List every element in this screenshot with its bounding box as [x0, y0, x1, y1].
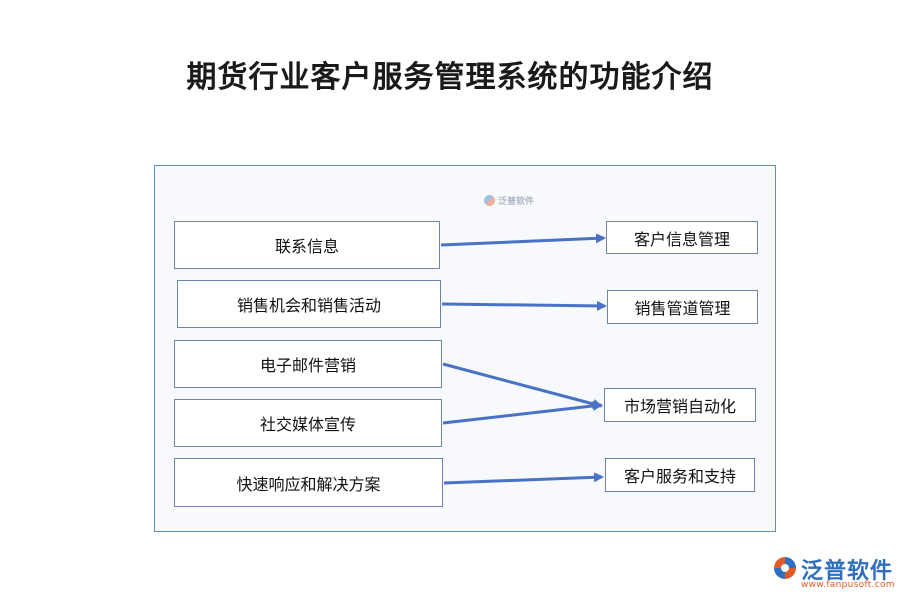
target-box-label: 销售管道管理 — [634, 299, 731, 318]
inner-watermark-text: 泛普软件 — [498, 196, 535, 207]
target-box-label: 客户服务和支持 — [623, 467, 736, 486]
source-box-label: 联系信息 — [274, 237, 339, 256]
brand-name: 泛普软件 — [801, 559, 894, 584]
brand-watermark: 泛普软件 www.fanpusoft.com — [772, 553, 895, 593]
source-box-label: 快速响应和解决方案 — [236, 474, 381, 494]
target-box-label: 客户信息管理 — [633, 229, 730, 249]
target-box: 客户服务和支持 — [605, 458, 755, 492]
source-box: 电子邮件营销 — [174, 340, 442, 388]
source-box-label: 电子邮件营销 — [259, 356, 356, 375]
target-box: 销售管道管理 — [607, 290, 758, 324]
watermark-logo-icon — [484, 194, 495, 206]
brand-logo-icon — [774, 557, 796, 579]
source-box-label: 社交媒体宣传 — [259, 415, 356, 434]
source-box: 联系信息 — [174, 221, 440, 269]
source-box: 快速响应和解决方案 — [174, 458, 443, 507]
inner-watermark: 泛普软件 — [484, 193, 554, 207]
target-box: 市场营销自动化 — [604, 388, 756, 422]
brand-url: www.fanpusoft.com — [801, 580, 895, 590]
target-box-label: 市场营销自动化 — [623, 397, 736, 416]
source-box-label: 销售机会和销售活动 — [236, 296, 381, 315]
page-title: 期货行业客户服务管理系统的功能介绍 — [186, 60, 714, 95]
source-box: 社交媒体宣传 — [174, 399, 442, 447]
target-box: 客户信息管理 — [606, 221, 758, 254]
source-box: 销售机会和销售活动 — [177, 280, 441, 328]
